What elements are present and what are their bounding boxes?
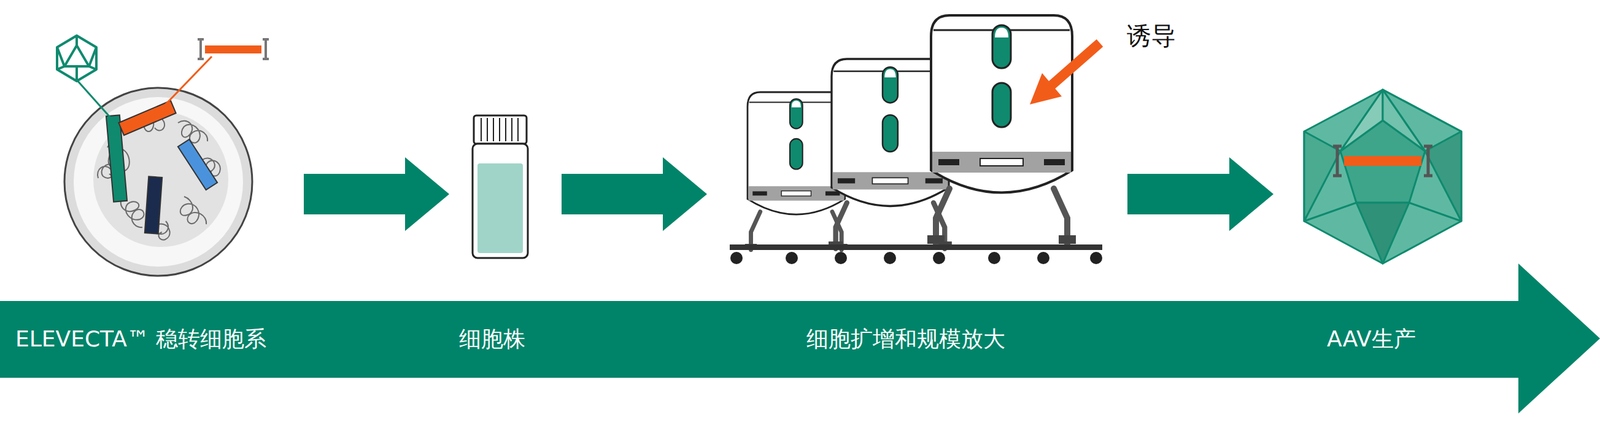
stage-label: AAV生产 bbox=[1326, 325, 1416, 352]
stage-label: 细胞株 bbox=[459, 325, 526, 352]
annotation-label: 诱导 bbox=[1126, 20, 1176, 51]
virus-edge bbox=[57, 35, 97, 82]
cytoplasm bbox=[73, 96, 244, 267]
cell-illustration bbox=[57, 35, 269, 276]
transgene bbox=[204, 45, 262, 54]
chromatin-strand bbox=[177, 120, 208, 143]
gene-cassette-navy bbox=[144, 176, 163, 234]
wheel bbox=[988, 251, 1001, 264]
process-band: ELEVECTA™ 稳转细胞系 细胞株 细胞扩增和规模放大 AAV生产 bbox=[0, 263, 1600, 414]
bioreactor-large bbox=[927, 15, 1076, 244]
virus-facet bbox=[64, 45, 89, 67]
process-arrow bbox=[1127, 157, 1274, 231]
stage-label: 细胞扩增和规模放大 bbox=[806, 325, 1006, 352]
itr-bracket bbox=[1333, 146, 1433, 176]
vial-cap bbox=[473, 115, 527, 144]
arrow-shaft bbox=[1050, 42, 1100, 86]
transgene bbox=[1344, 155, 1422, 166]
wheel bbox=[883, 251, 897, 264]
nucleus bbox=[93, 111, 229, 247]
leader-line bbox=[160, 56, 212, 110]
aav-capsid bbox=[1304, 89, 1462, 264]
stage-label: ELEVECTA™ 稳转细胞系 bbox=[15, 325, 267, 352]
capsid-edge bbox=[1304, 89, 1462, 221]
band-arrow bbox=[0, 263, 1600, 414]
capsid-outline bbox=[1304, 89, 1462, 264]
rail-wheels bbox=[730, 251, 1103, 264]
gene-cassette-blue bbox=[177, 139, 218, 190]
wheel bbox=[1037, 251, 1050, 264]
virus-outline bbox=[57, 35, 97, 82]
wheel bbox=[785, 251, 798, 264]
leader-line bbox=[76, 79, 113, 121]
itr-bracket bbox=[197, 39, 269, 59]
vial-body bbox=[472, 143, 528, 258]
wheel bbox=[932, 251, 946, 264]
process-arrow bbox=[561, 157, 708, 231]
arrow-head bbox=[1029, 73, 1062, 105]
wheel bbox=[730, 251, 743, 264]
vial-illustration bbox=[472, 115, 528, 258]
vial-liquid bbox=[477, 163, 523, 253]
rail bbox=[729, 244, 1103, 250]
capsid-transgene bbox=[1333, 146, 1433, 176]
cell-membrane bbox=[64, 87, 253, 276]
bioreactor-group bbox=[729, 15, 1103, 264]
gene-cassette-orange bbox=[118, 100, 176, 136]
induction-arrow bbox=[1029, 42, 1100, 105]
plasmid-icon bbox=[197, 39, 269, 59]
process-arrow bbox=[303, 157, 450, 231]
cap-ridges bbox=[481, 117, 518, 142]
capsid-facet bbox=[1356, 202, 1410, 264]
wheel bbox=[1089, 251, 1103, 264]
virus-icon bbox=[57, 35, 97, 82]
chromatin-strand bbox=[180, 196, 207, 225]
wheel bbox=[834, 251, 847, 264]
